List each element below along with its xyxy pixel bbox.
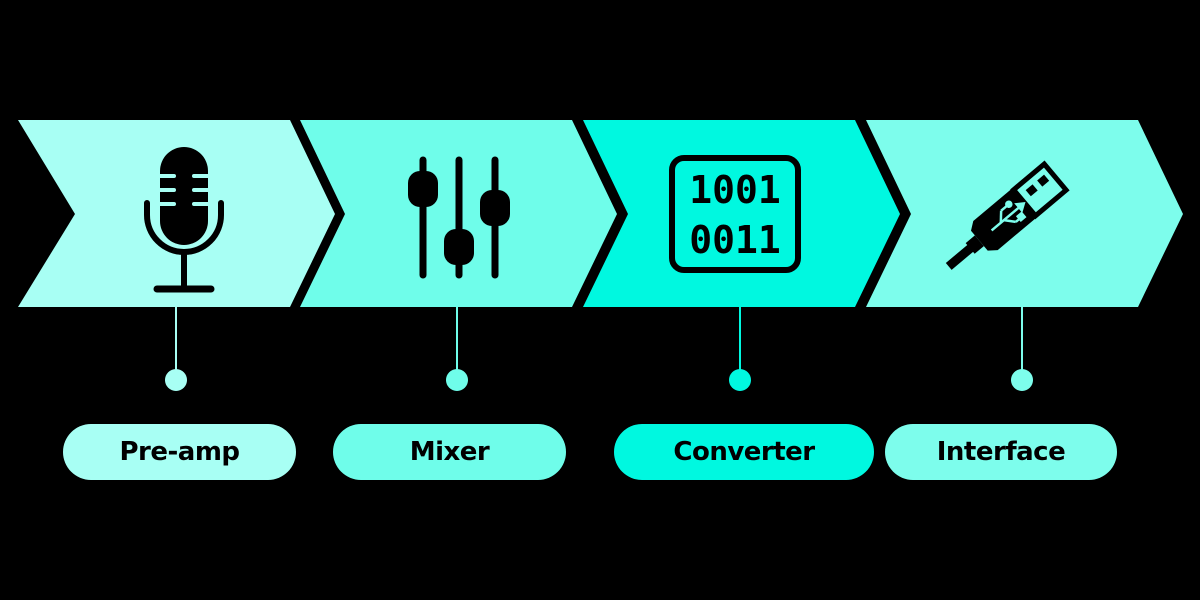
stage-label-interface: Interface bbox=[885, 424, 1117, 480]
microphone-icon bbox=[144, 147, 224, 293]
binary-line-1: 1001 bbox=[689, 168, 781, 212]
chevron-converter bbox=[583, 120, 900, 307]
usb-icon bbox=[945, 160, 1070, 270]
binary-icon: 1001 0011 bbox=[669, 155, 801, 273]
stage-label-mixer: Mixer bbox=[333, 424, 566, 480]
connector-lines bbox=[175, 307, 1023, 370]
binary-line-2: 0011 bbox=[689, 218, 781, 262]
sliders-icon bbox=[408, 156, 510, 279]
connector-dots bbox=[165, 369, 1033, 391]
stage-label-converter: Converter bbox=[614, 424, 874, 480]
stage-label-pre-amp: Pre-amp bbox=[63, 424, 296, 480]
